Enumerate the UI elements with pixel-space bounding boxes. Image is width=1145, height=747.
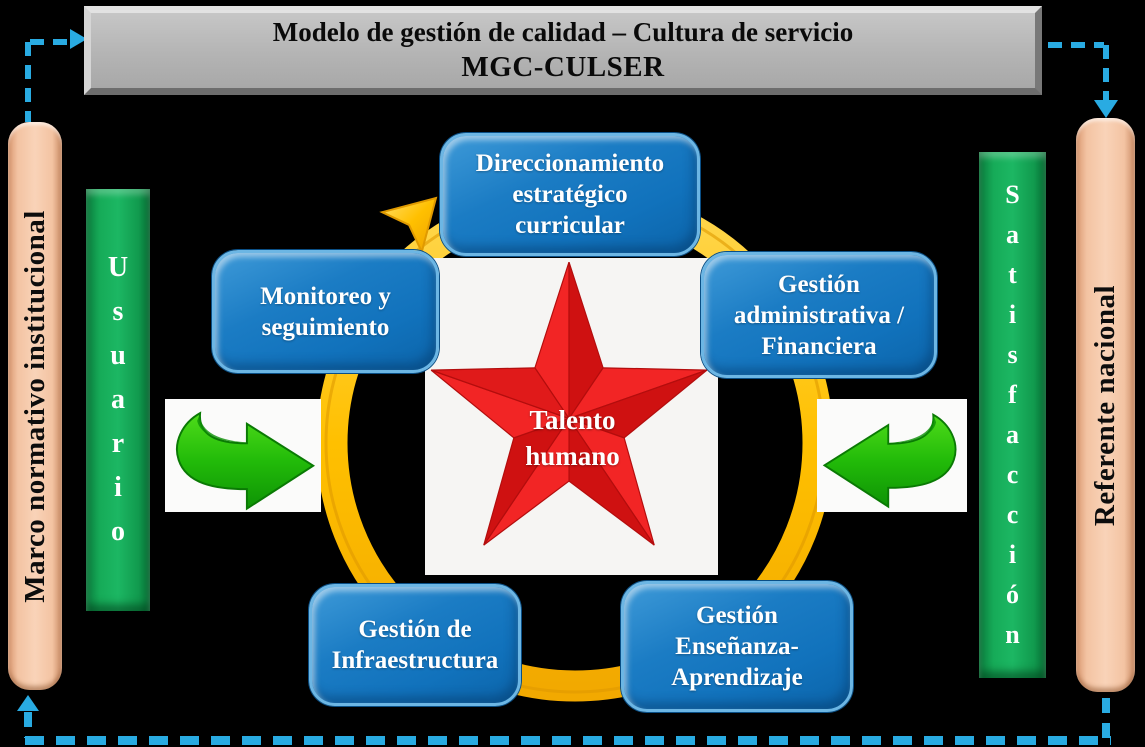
box-ensenanza-label: Gestión Enseñanza- Aprendizaje — [671, 602, 803, 691]
dashed-line-top-right-horizontal — [1048, 42, 1104, 48]
arrow-right-icon — [70, 29, 87, 49]
dashed-line-bottom-left-vertical — [24, 712, 32, 738]
rail-referente-nacional: Referente nacional — [1076, 118, 1135, 692]
title-line-1: Modelo de gestión de calidad – Cultura d… — [272, 16, 854, 47]
rail-usuario-label: U s u a r i o — [107, 252, 129, 547]
box-gestion-administrativa-label: Gestión administrativa / Financiera — [733, 270, 905, 360]
curved-arrow-right-icon — [176, 411, 316, 511]
box-infraestructura-label: Gestión de Infraestructura — [331, 616, 499, 674]
dashed-line-top-right-vertical — [1103, 45, 1109, 102]
star-icon — [430, 262, 708, 546]
arrow-up-icon — [17, 695, 39, 711]
title-banner: Modelo de gestión de calidad – Cultura d… — [84, 6, 1042, 95]
box-gestion-administrativa: Gestión administrativa / Financiera — [701, 252, 937, 378]
dashed-line-top-left-horizontal — [30, 39, 74, 45]
talento-humano-label: Talento humano — [525, 405, 620, 471]
curved-arrow-left-icon — [822, 413, 957, 509]
exchange-arrow-left-panel — [165, 399, 321, 512]
box-direccionamiento-estrategico: Direccionamiento estratégico curricular — [440, 133, 700, 256]
box-gestion-ensenanza: Gestión Enseñanza- Aprendizaje — [621, 581, 853, 712]
box-monitoreo-seguimiento: Monitoreo y seguimiento — [212, 250, 439, 373]
arrow-down-icon — [1094, 100, 1118, 118]
title-line-2: MGC-CULSER — [461, 51, 665, 84]
box-direccionamiento-label: Direccionamiento estratégico curricular — [475, 150, 665, 239]
box-monitoreo-label: Monitoreo y seguimiento — [260, 282, 391, 341]
dashed-line-top-left-vertical — [25, 42, 31, 122]
rail-satisfaccion: S a t i s f a c c i ó n — [979, 152, 1046, 678]
box-gestion-infraestructura: Gestión de Infraestructura — [309, 584, 521, 706]
rail-satisfaccion-label: S a t i s f a c c i ó n — [1005, 180, 1020, 649]
dashed-line-bottom-right-vertical — [1102, 698, 1110, 740]
rail-marco-normativo: Marco normativo institucional — [8, 122, 62, 690]
exchange-arrow-right-panel — [817, 399, 967, 512]
rail-usuario: U s u a r i o — [86, 189, 150, 611]
dashed-line-bottom-horizontal — [25, 736, 1111, 745]
